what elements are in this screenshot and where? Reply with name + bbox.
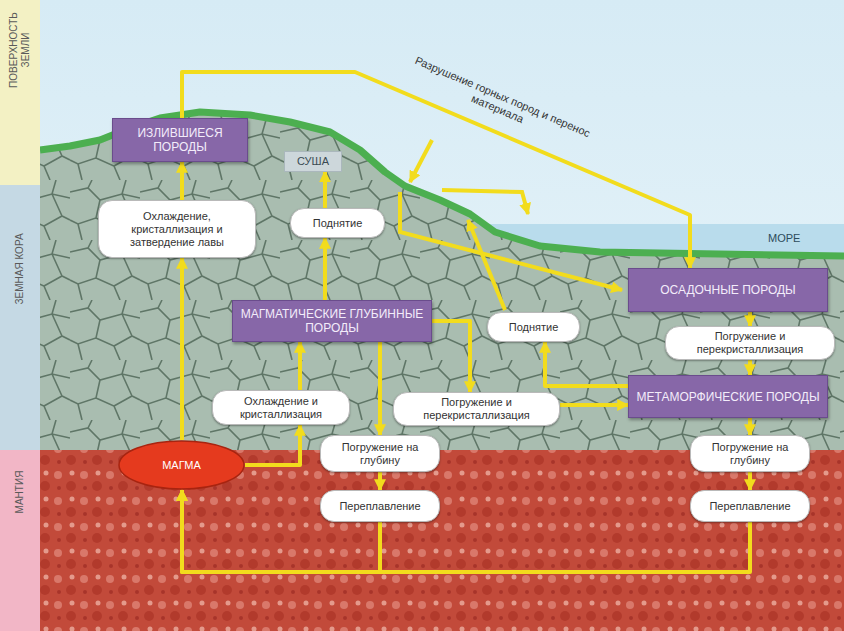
cycle-arrow (748, 418, 752, 435)
node-text: Погружение и перекристаллизация (400, 396, 553, 422)
magma-ellipse-shape (119, 441, 244, 489)
node-text: Переплавление (709, 500, 790, 513)
node-text: Поднятие (509, 321, 559, 334)
node-text: Охлаждение и кристаллизация (219, 395, 343, 421)
rock-box: МЕТАМОРФИЧЕСКИЕ ПОРОДЫ (628, 375, 828, 418)
node-text: Переплавление (339, 500, 420, 513)
cycle-arrow (182, 72, 690, 268)
process-box: Переплавление (320, 490, 440, 522)
layer-name: ПОВЕРХНОСТЬ ЗЕМЛИ (8, 0, 32, 105)
process-box: Погружение на глубину (690, 435, 810, 472)
cycle-arrow (180, 258, 184, 440)
cycle-arrow (560, 403, 628, 407)
magma-ellipse: МАГМА (118, 440, 245, 490)
node-text: ОСАДОЧНЫЕ ПОРОДЫ (660, 283, 795, 297)
layer-band: МАНТИЯ (0, 450, 40, 631)
node-text: МАГМАТИЧЕСКИЕ ГЛУБИННЫЕ ПОРОДЫ (239, 307, 425, 335)
place-label: МОРЕ (768, 232, 800, 245)
land-box: СУША (284, 151, 342, 172)
process-box: Охлаждение и кристаллизация (212, 390, 350, 425)
process-box: Охлаждение, кристаллизация и затвердение… (98, 200, 256, 258)
node-text: Погружение на глубину (327, 441, 433, 467)
cycle-arrow (323, 172, 327, 209)
transport-arrow (442, 190, 528, 214)
node-text: МЕТАМОРФИЧЕСКИЕ ПОРОДЫ (636, 390, 819, 404)
cycle-arrow (298, 342, 302, 390)
rock-box: ОСАДОЧНЫЕ ПОРОДЫ (628, 268, 828, 312)
process-box: Поднятие (487, 312, 580, 342)
node-text: Поднятие (313, 217, 363, 230)
process-box: Погружение и перекристаллизация (665, 326, 835, 360)
vegetation-strip (40, 112, 844, 256)
crust-ground (40, 112, 844, 450)
erosion-arrow (410, 140, 432, 182)
cycle-arrow (432, 321, 470, 392)
cycle-arrow (748, 312, 752, 326)
cycle-arrow (180, 162, 184, 200)
cycle-arrow (748, 472, 752, 490)
node-text: ИЗЛИВШИЕСЯ ПОРОДЫ (119, 126, 241, 154)
rock-box: МАГМАТИЧЕСКИЕ ГЛУБИННЫЕ ПОРОДЫ (232, 300, 432, 342)
deposition-arrow (400, 192, 622, 290)
cycle-arrow (182, 490, 750, 572)
layer-name: ЗЕМНАЯ КОРА (14, 214, 26, 324)
process-box: Переплавление (690, 490, 810, 522)
cycle-arrow (245, 425, 300, 465)
cycle-arrow (545, 342, 628, 386)
layer-name: МАНТИЯ (14, 437, 26, 547)
edge-label: Разрушение горных пород и перенос матери… (394, 48, 607, 158)
cycle-arrow (378, 472, 382, 490)
node-text: Погружение и перекристаллизация (672, 330, 828, 356)
cycle-arrow (748, 360, 752, 375)
node-text: Охлаждение, кристаллизация и затвердение… (105, 210, 249, 249)
cycle-arrow (323, 238, 327, 300)
uplift-arrow (468, 220, 505, 310)
rock-box: ИЗЛИВШИЕСЯ ПОРОДЫ (112, 118, 248, 162)
process-box: Погружение на глубину (320, 435, 440, 472)
cycle-arrow (378, 342, 382, 435)
node-text: СУША (297, 155, 329, 168)
process-box: Поднятие (290, 208, 385, 238)
node-text: Погружение на глубину (697, 441, 803, 467)
process-box: Погружение и перекристаллизация (393, 392, 560, 426)
layer-band: ЗЕМНАЯ КОРА (0, 185, 40, 450)
layer-band: ПОВЕРХНОСТЬ ЗЕМЛИ (0, 0, 40, 185)
node-text: МАГМА (162, 459, 201, 472)
